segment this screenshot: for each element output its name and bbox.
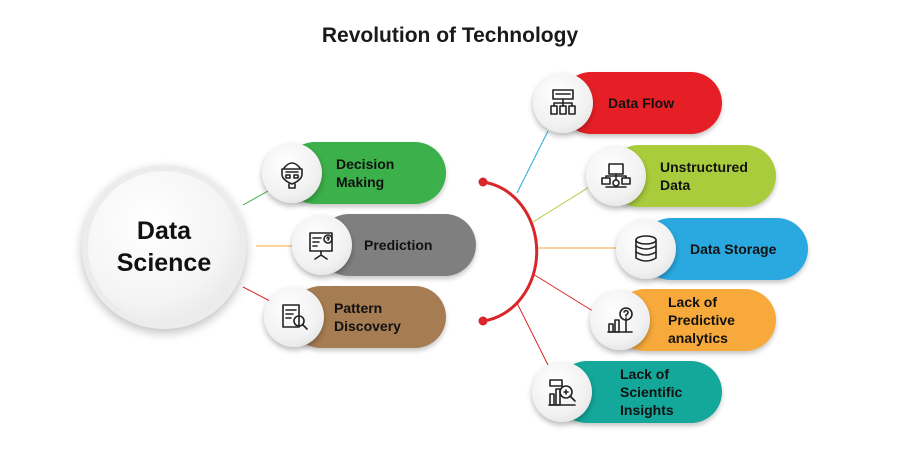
- arc-endpoint-bottom: [478, 316, 488, 326]
- analytics-question-icon: [590, 290, 650, 350]
- database-icon: [616, 219, 676, 279]
- robot-head-icon: [262, 143, 322, 203]
- connector-pattern: [242, 286, 271, 302]
- document-search-icon: [264, 287, 324, 347]
- connector-predictive: [532, 273, 597, 314]
- connector-scientific: [516, 302, 549, 366]
- connector-unstructured: [532, 183, 595, 223]
- arc-endpoint-top: [478, 177, 488, 187]
- chart-magnifier-icon: [532, 362, 592, 422]
- connector-decision: [242, 190, 269, 206]
- diagram-title: Revolution of Technology: [321, 24, 579, 47]
- flowchart-icon: [533, 73, 593, 133]
- connector-data-flow: [516, 130, 549, 194]
- presentation-board-icon: [292, 215, 352, 275]
- red-arc: [482, 180, 539, 323]
- network-computer-icon: [586, 146, 646, 206]
